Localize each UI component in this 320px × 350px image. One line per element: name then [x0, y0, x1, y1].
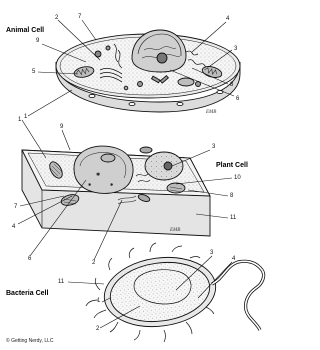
plant-label: 11 [230, 215, 237, 221]
animal-label: 4 [226, 16, 230, 22]
animal-label: 8 [230, 82, 234, 88]
bacteria-label: 11 [58, 279, 65, 285]
plant-label: 2 [92, 260, 96, 266]
plant-label: 4 [12, 224, 16, 230]
bacteria-label: 2 [96, 326, 100, 332]
diagram-drawing: ✱ ✱ ✱ [17, 19, 266, 343]
plant-cell-drawing: ✱ ✱ ✱ [21, 145, 211, 237]
animal-cell-drawing [55, 29, 241, 113]
plant-label: 9 [60, 124, 64, 130]
svg-text:✱: ✱ [96, 172, 100, 178]
svg-text:✱: ✱ [110, 182, 114, 187]
bacteria-label: 3 [210, 250, 214, 256]
animal-label: 6 [236, 96, 240, 102]
worksheet: ✱ ✱ ✱ [6, 14, 266, 344]
plant-label: 6 [28, 256, 32, 262]
animal-label: 7 [78, 14, 82, 20]
plant-label: 8 [230, 193, 234, 199]
plant-cell-title: Plant Cell [216, 162, 248, 169]
bacteria-label: 4 [232, 256, 236, 262]
animal-label: 5 [32, 69, 36, 75]
animal-label: 9 [36, 38, 40, 44]
artist-signature: EMB [206, 110, 217, 115]
bacteria-cell-drawing [85, 242, 266, 343]
artist-signature: EMB [170, 228, 181, 233]
bacteria-cell-title: Bacteria Cell [6, 290, 49, 297]
animal-label: 3 [234, 46, 238, 52]
animal-cell-title: Animal Cell [6, 27, 45, 34]
animal-label: 2 [55, 15, 59, 21]
animal-label: 1 [24, 114, 28, 120]
svg-text:✱: ✱ [88, 182, 92, 187]
plant-label: 10 [234, 175, 241, 181]
plant-label: 7 [14, 204, 18, 210]
plant-label: 3 [212, 144, 216, 150]
bacteria-label: 1 [97, 298, 101, 304]
copyright-notice: © Getting Nerdy, LLC [6, 338, 54, 344]
leader-lines [17, 19, 235, 329]
plant-label: 1 [18, 117, 22, 123]
